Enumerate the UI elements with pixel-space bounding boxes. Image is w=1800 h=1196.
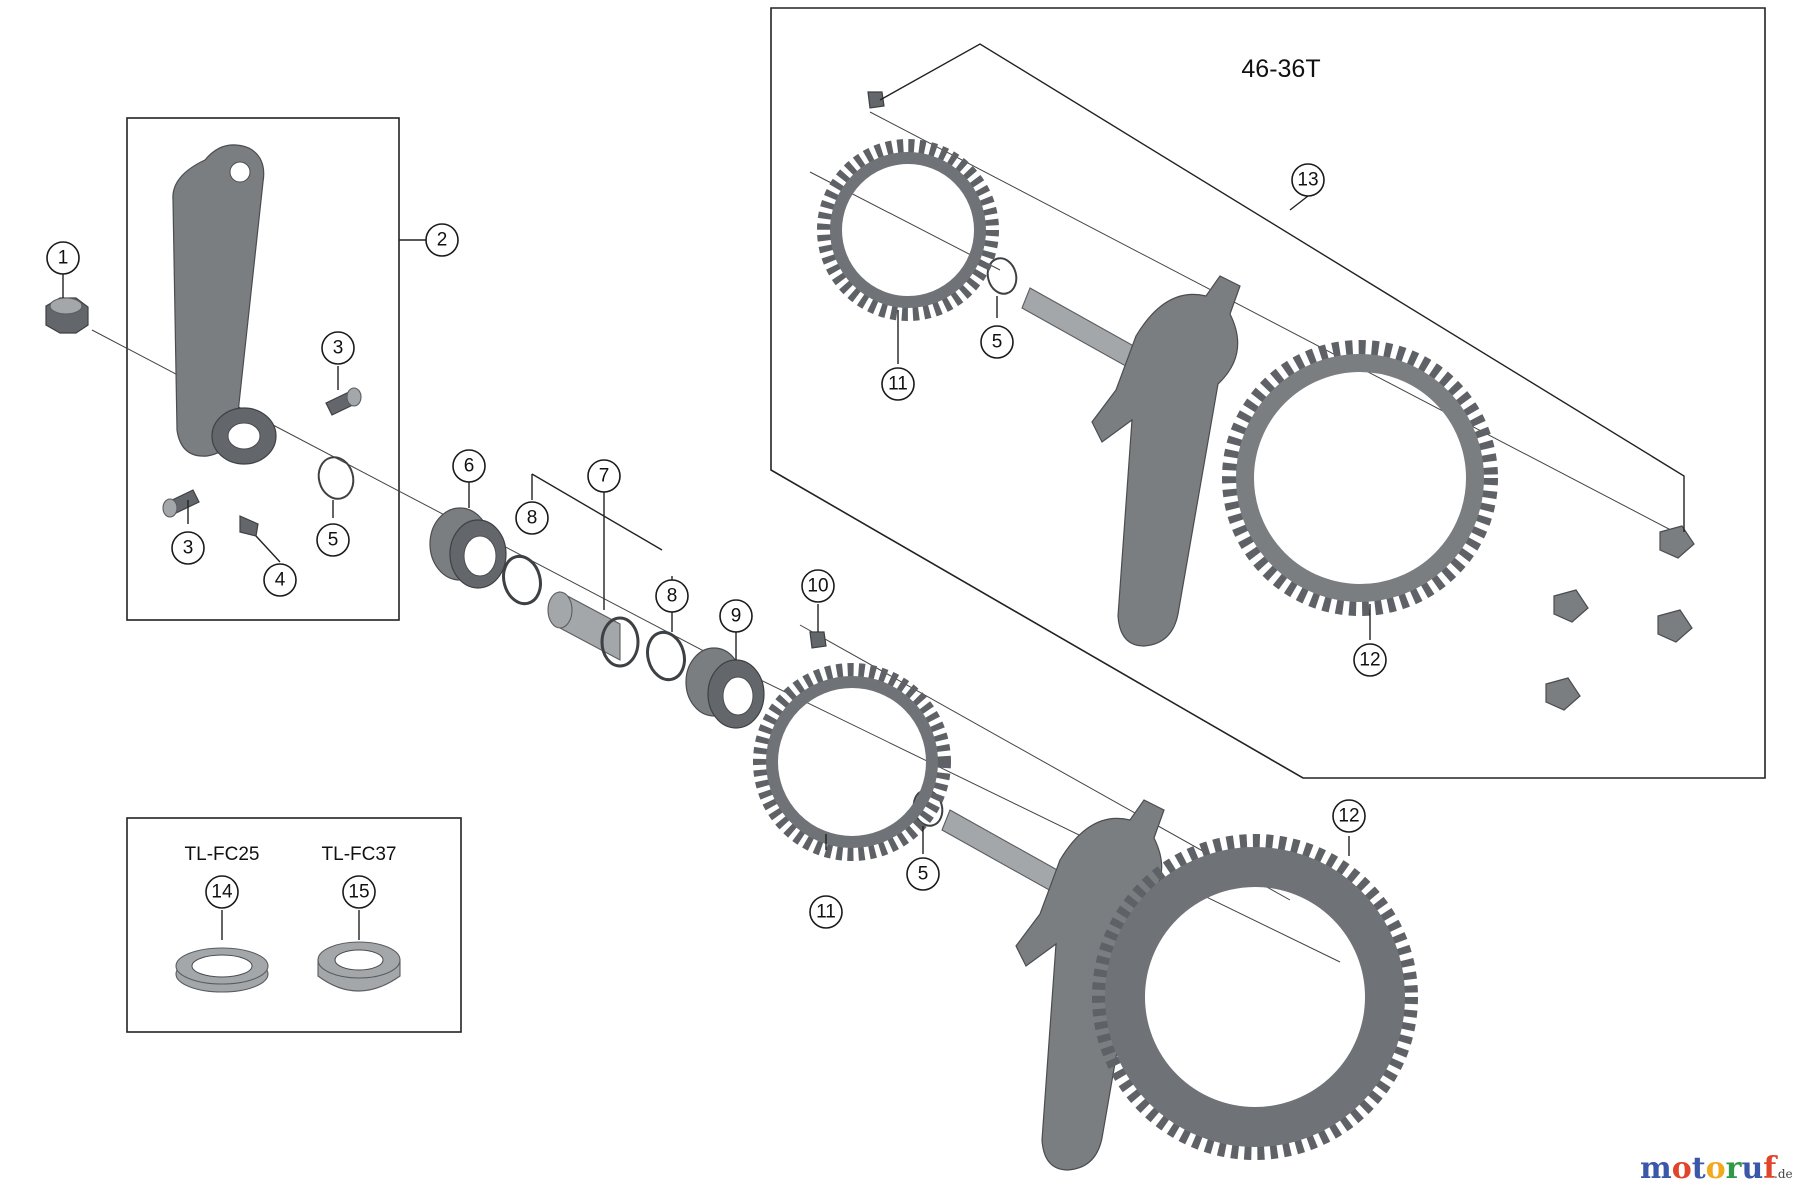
callout-5-lower-set: 5: [906, 857, 940, 891]
chainring-nut-1: [1659, 525, 1695, 559]
tool-label-tl-fc25: TL-FC25: [185, 844, 260, 865]
svg-text:6: 6: [464, 456, 475, 477]
svg-text:7: 7: [599, 466, 610, 487]
crank-fixing-bolt: [45, 297, 89, 334]
wm-letter-m: m: [1640, 1151, 1672, 1186]
right-crank-arm-lower: [941, 799, 1165, 1171]
wm-letter-o1: o: [1672, 1151, 1692, 1186]
svg-text:5: 5: [992, 332, 1003, 353]
callout-4: 4: [263, 563, 297, 597]
callout-15: 15: [342, 875, 376, 909]
svg-text:5: 5: [328, 530, 339, 551]
bb-inner-cover-right: [646, 630, 686, 682]
callout-12-upper: 12: [1353, 643, 1387, 677]
callout-13: 13: [1291, 163, 1325, 197]
chainring-bolt-lower: [809, 631, 827, 649]
callout-10: 10: [801, 569, 835, 603]
chainring-nut-2: [1553, 589, 1589, 623]
wm-letter-r: r: [1726, 1151, 1743, 1186]
callout-12-lower: 12: [1332, 799, 1366, 833]
outer-chainring-upper: [1222, 340, 1498, 616]
inner-chainring-lower: [753, 663, 951, 861]
callout-7: 7: [587, 459, 621, 493]
svg-text:10: 10: [807, 576, 828, 597]
wm-letter-t: t: [1692, 1151, 1706, 1186]
svg-text:12: 12: [1338, 806, 1359, 827]
stopper-plate: [239, 515, 259, 537]
left-crank-frame: [126, 117, 400, 621]
svg-text:3: 3: [183, 538, 194, 559]
svg-text:9: 9: [731, 606, 742, 627]
svg-text:8: 8: [527, 508, 538, 529]
svg-text:2: 2: [437, 230, 448, 251]
tool-tl-fc37: [317, 941, 401, 992]
callout-11-upper: 11: [881, 367, 915, 401]
callout-5-left: 5: [316, 523, 350, 557]
svg-text:15: 15: [348, 882, 369, 903]
svg-text:8: 8: [667, 586, 678, 607]
svg-text:11: 11: [816, 902, 836, 923]
bb-right-cup: [685, 647, 765, 729]
svg-text:12: 12: [1359, 650, 1380, 671]
bb-left-cup: [429, 507, 507, 589]
callout-1: 1: [46, 241, 80, 275]
callout-8-right: 8: [655, 579, 689, 613]
wm-letter-u: u: [1741, 1151, 1763, 1186]
callout-14: 14: [205, 875, 239, 909]
crankset-46-36-frame: [770, 7, 1766, 779]
svg-text:11: 11: [888, 374, 908, 395]
chainring-bolt-upper: [867, 91, 885, 109]
pinch-bolt-upper: [325, 387, 362, 416]
wm-letter-o2: o: [1706, 1151, 1726, 1186]
callout-2: 2: [425, 223, 459, 257]
callout-9: 9: [719, 599, 753, 633]
tool-tl-fc25: [175, 947, 269, 993]
svg-text:1: 1: [58, 248, 69, 269]
left-crank-arm: [172, 144, 277, 465]
chainring-nut-3: [1657, 609, 1693, 643]
bb-inner-sleeve: [547, 591, 640, 668]
callout-leaders: [62, 43, 1685, 940]
callout-5-upper-set: 5: [980, 325, 1014, 359]
wm-letter-f: f: [1763, 1151, 1778, 1186]
right-crank-arm-upper: [1021, 275, 1241, 647]
svg-text:14: 14: [211, 882, 233, 903]
bb-inner-cover-left: [502, 554, 542, 606]
callout-8-left: 8: [515, 501, 549, 535]
tool-box-frame: [126, 817, 462, 1033]
svg-text:3: 3: [333, 338, 344, 359]
svg-text:13: 13: [1297, 170, 1318, 191]
callout-3-lower: 3: [171, 531, 205, 565]
inner-chainring-upper: [817, 139, 999, 321]
chainring-nut-4: [1545, 677, 1581, 711]
svg-text:4: 4: [275, 570, 286, 591]
svg-text:5: 5: [918, 864, 929, 885]
svg-text:motoruf: motoruf: [1640, 1151, 1778, 1186]
pinch-bolt-lower: [162, 489, 200, 518]
set-label-46-36t: 46-36T: [1241, 55, 1320, 83]
watermark-logo: motoruf .de: [1640, 1151, 1793, 1186]
outer-chainring-lower: [1092, 834, 1418, 1160]
svg-text:.de: .de: [1774, 1167, 1793, 1181]
callout-6: 6: [452, 449, 486, 483]
o-ring-left: [317, 456, 355, 500]
callout-11-lower: 11: [809, 895, 843, 929]
o-ring-upper-set: [986, 257, 1018, 295]
callout-3-upper: 3: [321, 331, 355, 365]
tool-label-tl-fc37: TL-FC37: [322, 844, 397, 865]
